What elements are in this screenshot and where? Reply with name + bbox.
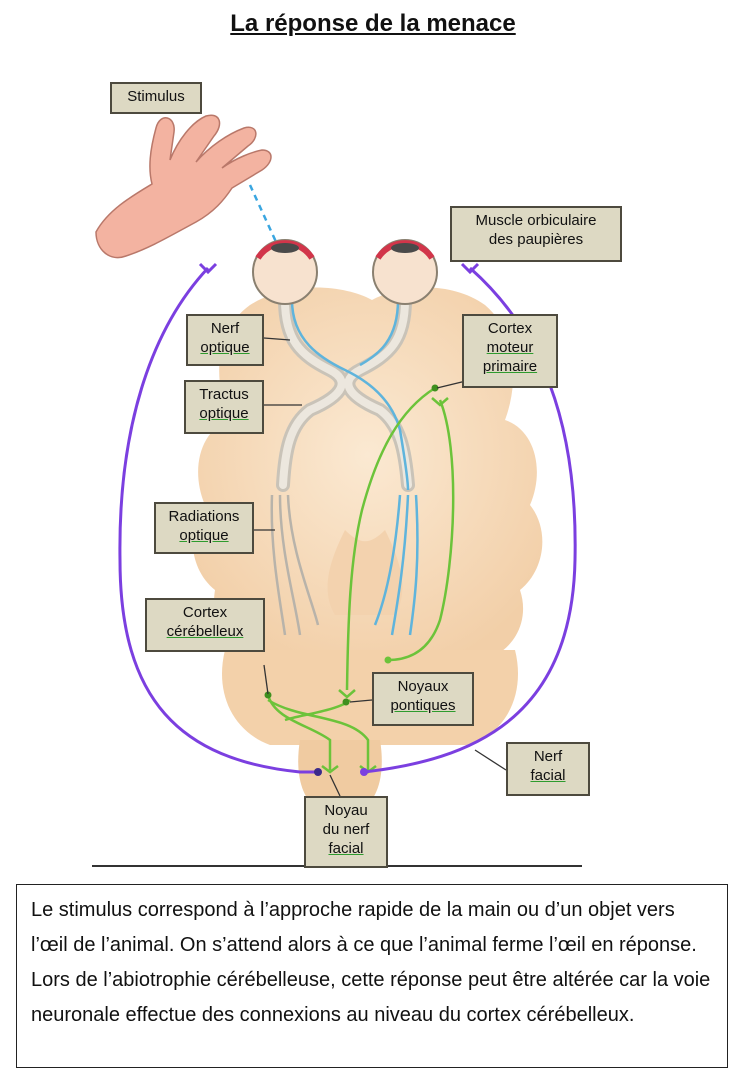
label-muscle-orbiculaire: Muscle orbiculaire des paupières [450, 206, 622, 262]
label-noyau-nerf-facial: Noyau du nerf facial [304, 796, 388, 868]
facial-nucleus-right-dot [360, 768, 368, 776]
menace-response-diagram [92, 114, 582, 867]
left-eye-icon [252, 239, 318, 305]
hand-icon [95, 114, 272, 259]
stimulus-arrow [248, 184, 300, 291]
brain-shape [192, 287, 543, 660]
caption-text-box: Le stimulus correspond à l’approche rapi… [16, 884, 728, 1068]
pontine-nucleus-dot [342, 698, 350, 706]
cerebellar-neuron [264, 691, 272, 699]
label-tractus-optique: Tractus optique [184, 380, 264, 434]
page-title: La réponse de la menace [230, 10, 516, 37]
label-stimulus: Stimulus [110, 82, 202, 114]
label-nerf-optique: Nerf optique [186, 314, 264, 366]
facial-nucleus-left-dot [314, 768, 322, 776]
label-cortex-moteur: Cortex moteur primaire [462, 314, 558, 388]
label-cortex-cerebelleux: Cortex cérébelleux [145, 598, 265, 652]
visual-pathway [290, 299, 419, 636]
optic-radiations-left [270, 494, 320, 636]
motor-cortex-neuron [431, 384, 439, 392]
motor-pathway [266, 386, 455, 770]
label-noyaux-pontiques: Noyaux pontiques [372, 672, 474, 726]
right-eye-icon [372, 239, 438, 305]
facial-nerve-endings [198, 262, 480, 275]
label-nerf-facial: Nerf facial [506, 742, 590, 796]
pontine-neuron [384, 656, 392, 664]
leader-lines [252, 337, 507, 797]
label-radiations-optique: Radiations optique [154, 502, 254, 554]
